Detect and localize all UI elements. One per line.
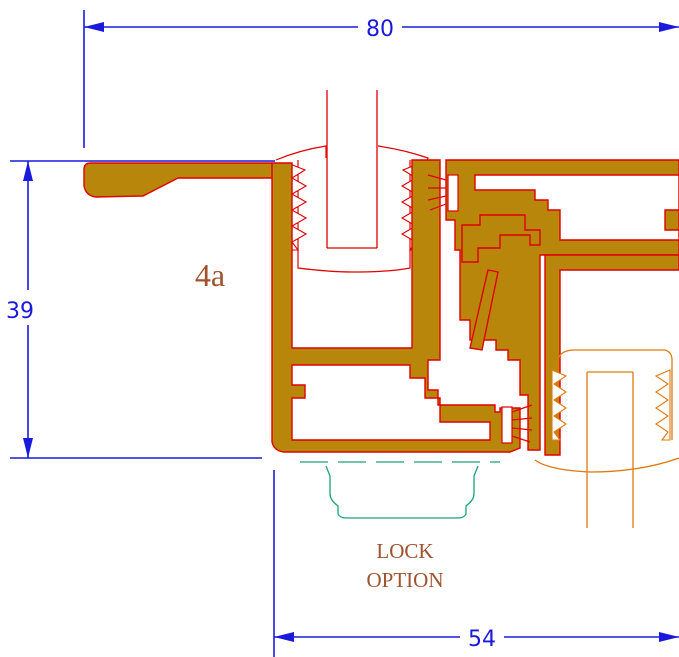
dimension-39-label: 39 [6, 299, 34, 324]
retainer-clip-top [427, 174, 459, 212]
dimension-54-label: 54 [468, 627, 496, 652]
mullion-tab [664, 209, 679, 231]
dimension-inner-width [273, 470, 679, 657]
arrow-left [84, 22, 104, 32]
lock-option-outline [300, 461, 500, 519]
arrow-right [659, 22, 679, 32]
lock-option-label-line2: OPTION [367, 568, 444, 592]
arrow-inner-left [274, 632, 294, 642]
dimension-overall-width [83, 10, 679, 148]
arrow-bottom [23, 438, 33, 458]
dimension-80-label: 80 [366, 17, 394, 42]
lock-option-label-line1: LOCK [376, 539, 433, 563]
retainer-clip-bottom [501, 404, 533, 444]
frame-profile-4a [83, 159, 679, 456]
arrow-inner-right [659, 632, 679, 642]
gasket-fins-left [289, 163, 308, 251]
hook-slant [469, 269, 499, 351]
glass-panel [326, 90, 378, 249]
fascia-flange [83, 162, 281, 198]
dimension-height [10, 160, 275, 459]
inner-web [461, 214, 541, 263]
profile-label-4a: 4a [195, 257, 225, 293]
sash-fins-left [551, 369, 568, 441]
arrow-top [23, 161, 33, 181]
sash-gasket [534, 349, 679, 528]
sash-fins-right [654, 369, 671, 441]
glazing-gasket [275, 145, 429, 273]
